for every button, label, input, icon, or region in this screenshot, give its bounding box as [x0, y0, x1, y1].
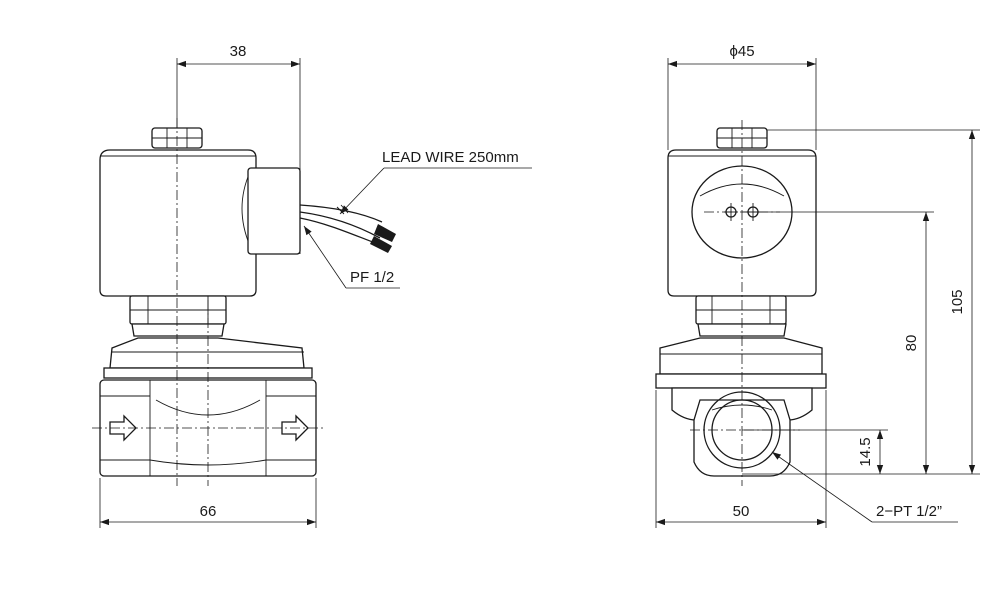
flow-arrow-right — [281, 414, 309, 442]
dimension-14-5: 14.5 — [857, 430, 884, 474]
lead-wire-label: LEAD WIRE 250mm — [382, 149, 519, 166]
stem-nut — [129, 295, 227, 325]
dim-66-label: 66 — [200, 503, 217, 520]
front-view: 38 66 LEAD WIRE 250mm PF 1/2 — [92, 43, 532, 528]
dimension-80: 80 — [903, 212, 930, 474]
dimension-105: 105 — [949, 130, 976, 474]
lead-wire-callout: LEAD WIRE 250mm — [339, 149, 532, 215]
connector-box — [247, 167, 301, 255]
dim-phi45-label: ϕ45 — [729, 43, 754, 60]
dim-38-label: 38 — [230, 43, 247, 60]
dimension-phi45: ϕ45 — [667, 43, 817, 150]
side-view: ϕ45 50 105 80 14.5 — [655, 43, 980, 528]
flow-arrow-left — [109, 414, 137, 442]
dimension-38: 38 — [176, 43, 301, 168]
dimension-66: 66 — [99, 478, 317, 528]
connector-callout: PF 1/2 — [303, 225, 400, 289]
port-label: 2−PT 1/2” — [876, 503, 942, 520]
lead-wires — [299, 204, 396, 253]
port-callout: 2−PT 1/2” — [771, 451, 958, 523]
side-bonnet — [655, 323, 827, 389]
dimension-50: 50 — [655, 390, 827, 528]
coil-housing — [99, 149, 257, 297]
connector-label: PF 1/2 — [350, 269, 394, 286]
side-stem-nut — [695, 295, 787, 325]
dim-50-label: 50 — [733, 503, 750, 520]
dim-14-5-label: 14.5 — [857, 437, 874, 466]
dim-105-label: 105 — [949, 289, 966, 314]
dim-80-label: 80 — [903, 335, 920, 352]
